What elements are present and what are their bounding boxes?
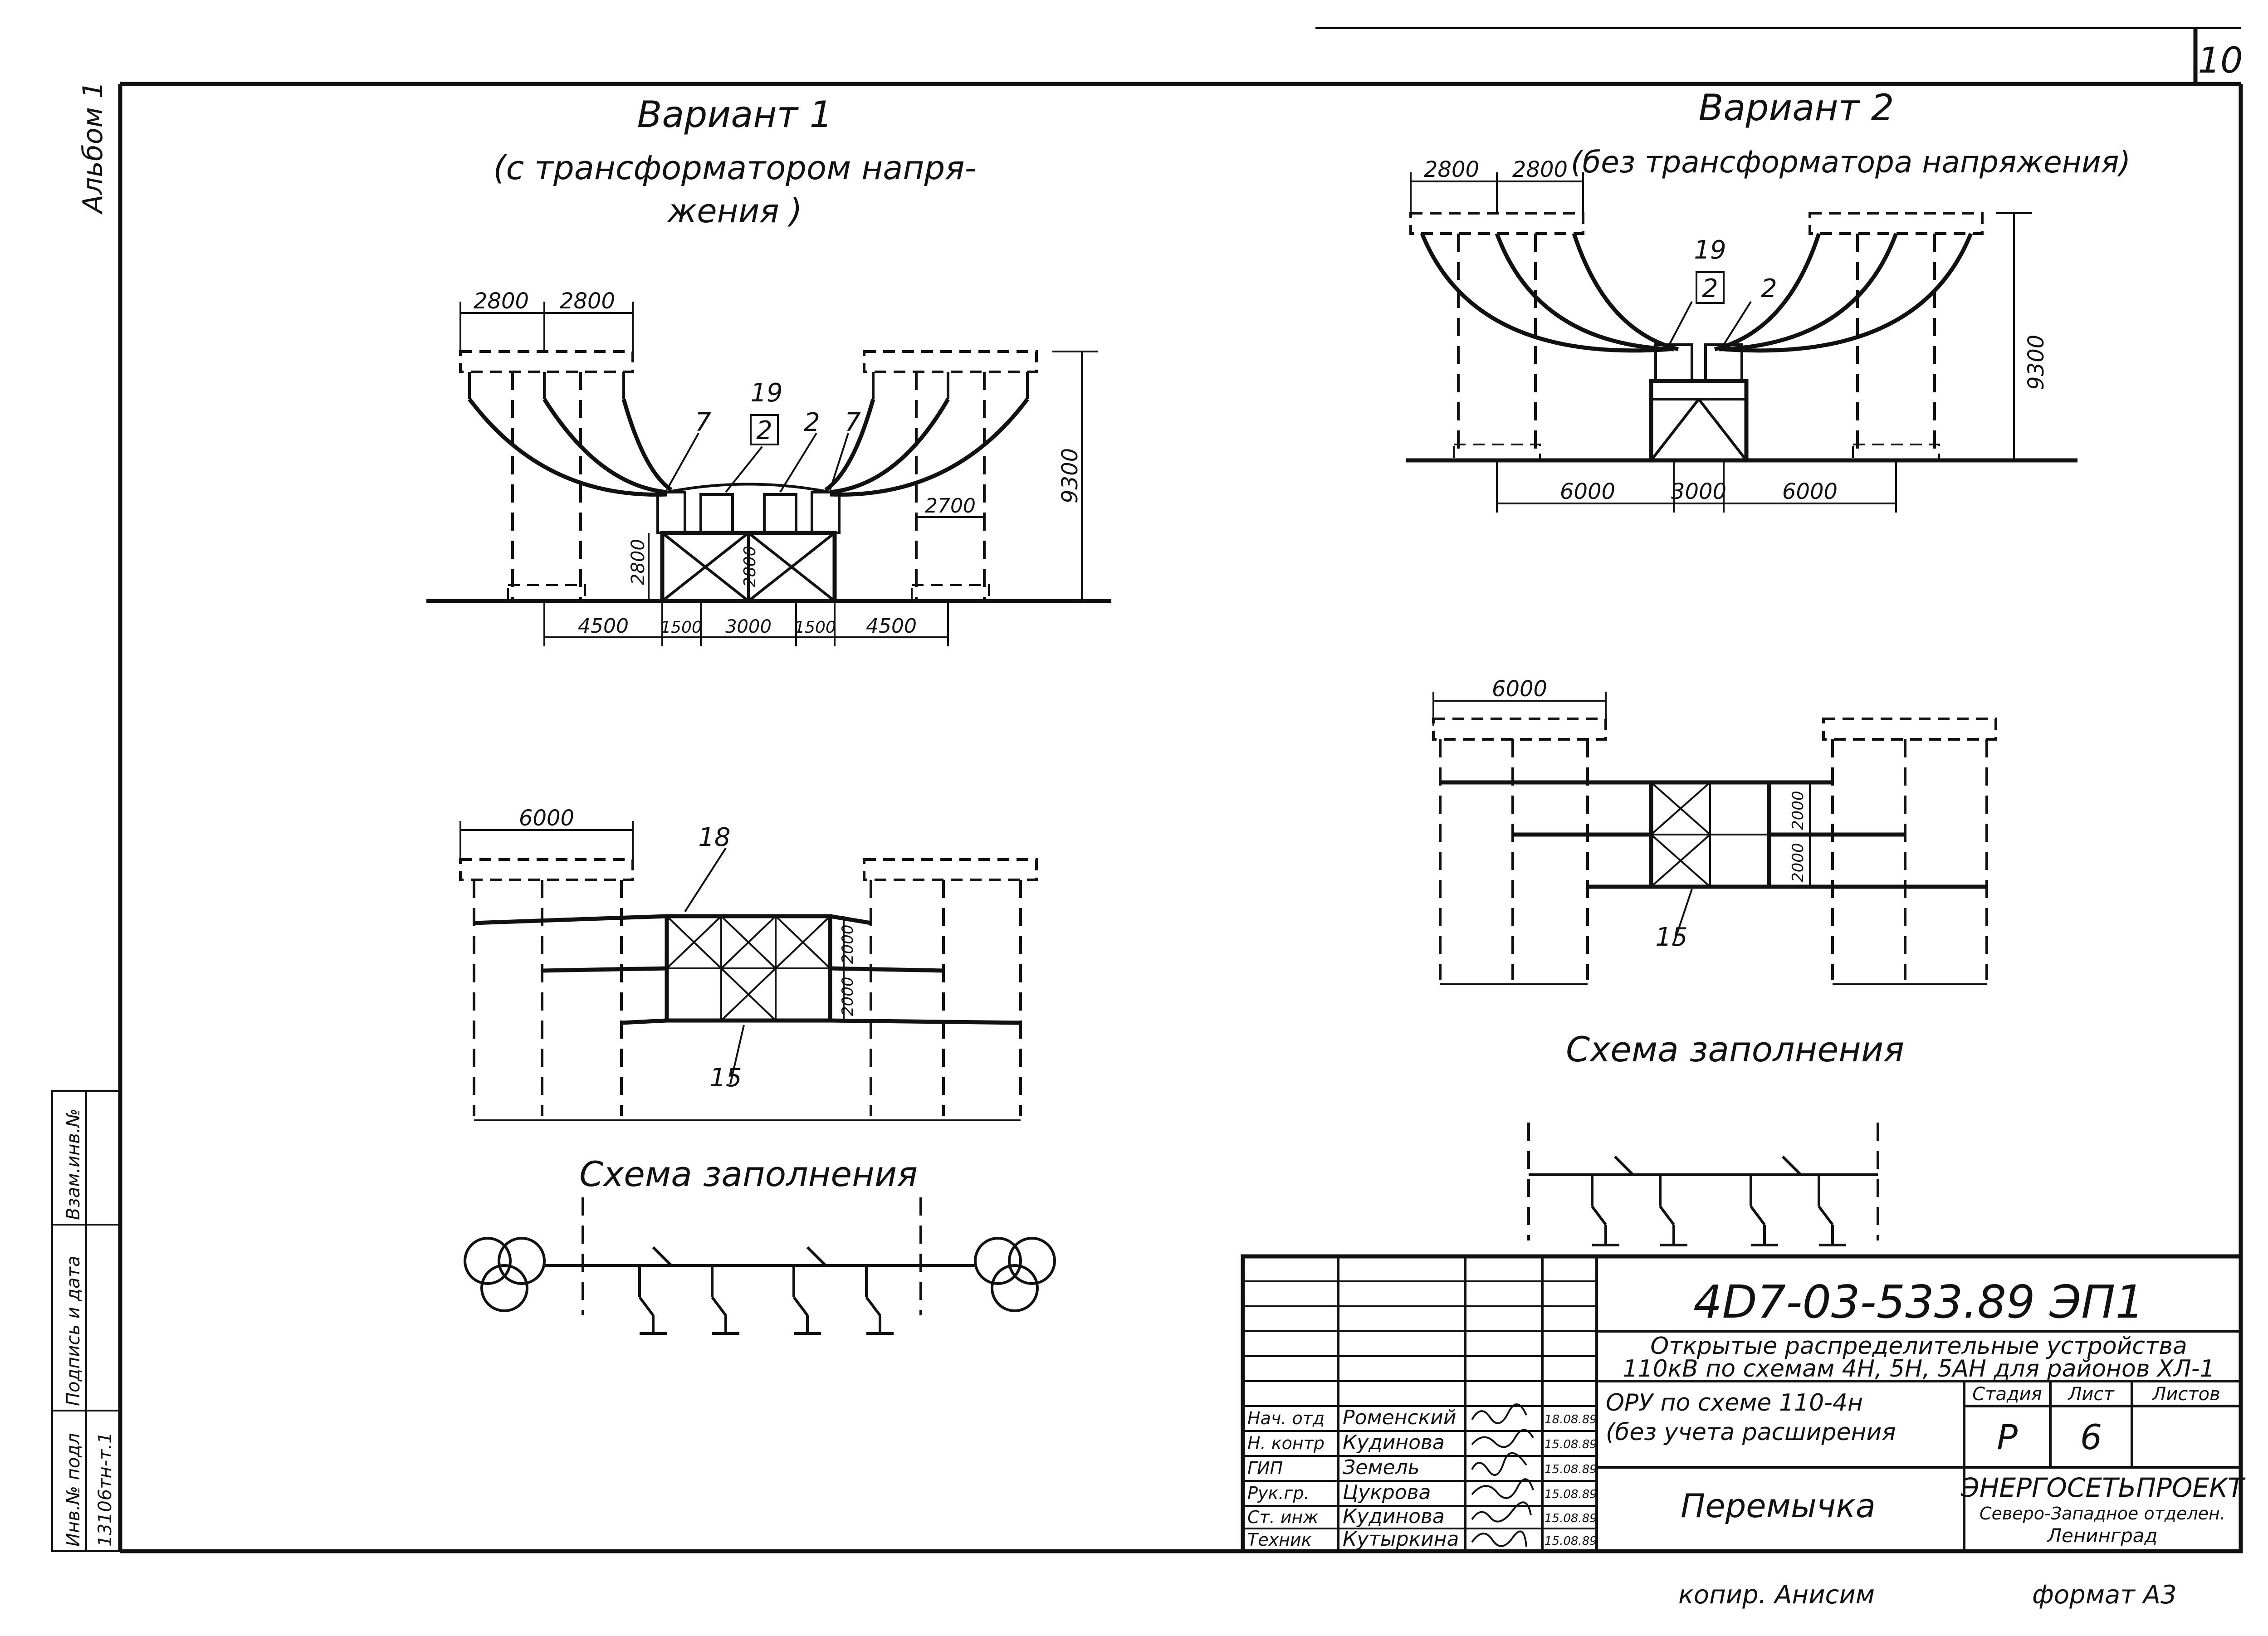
footer-format: формат А3 bbox=[2032, 1580, 2177, 1610]
inv-no-label: Инв.№ подл bbox=[63, 1433, 84, 1547]
sheets-label: Листов bbox=[2151, 1384, 2220, 1405]
variant2-title: Вариант 2 bbox=[1699, 87, 1894, 129]
variant1-subtitle-line2: жения ) bbox=[666, 192, 802, 230]
project-line1: Открытые распределительные устройства bbox=[1650, 1333, 2187, 1360]
v2-bottom-dim-2: 3000 bbox=[1671, 479, 1726, 504]
variant2-plan bbox=[1432, 692, 1997, 985]
signature-label: Подпись и дата bbox=[63, 1256, 84, 1406]
v2-label-19: 19 bbox=[1694, 235, 1726, 265]
v2-plan-dim: 6000 bbox=[1492, 676, 1547, 702]
stage-label: Стадия bbox=[1972, 1384, 2042, 1405]
variant1-plan bbox=[459, 821, 1038, 1121]
staff-name: Земель bbox=[1343, 1456, 1420, 1479]
inv-value: 13106тн-т.1 bbox=[95, 1432, 116, 1547]
v1-label-7-left: 7 bbox=[695, 408, 711, 437]
org-line2: Северо-Западное отделен. bbox=[1980, 1504, 2225, 1524]
album-label: Альбом 1 bbox=[77, 81, 109, 215]
staff-name: Кутыркина bbox=[1343, 1528, 1459, 1551]
staff-name: Кудинова bbox=[1343, 1431, 1445, 1454]
v1-top-dim-1: 2800 bbox=[474, 288, 529, 314]
v1-inner-dim-2700: 2700 bbox=[925, 494, 976, 518]
staff-name: Цукрова bbox=[1343, 1481, 1431, 1504]
sheet-title-line2: (без учета расширения bbox=[1606, 1419, 1896, 1446]
staff-role: ГИП bbox=[1247, 1458, 1283, 1478]
variant1-subtitle-line1: (с трансформатором напря- bbox=[494, 149, 977, 187]
v2-plan-side-dim-2: 2000 bbox=[1789, 843, 1807, 882]
v1-scheme-title: Схема заполнения bbox=[579, 1154, 918, 1194]
v1-plan-label-18: 18 bbox=[698, 823, 730, 852]
staff-role: Рук.гр. bbox=[1247, 1483, 1310, 1503]
v1-label-2: 2 bbox=[804, 408, 820, 437]
variant1-elevation bbox=[426, 302, 1111, 646]
v1-bottom-dim-1: 4500 bbox=[578, 615, 629, 638]
doc-code: 4D7-03-533.89 ЭП1 bbox=[1693, 1275, 2144, 1328]
v1-label-7-right: 7 bbox=[845, 408, 861, 437]
v2-top-dim-1: 2800 bbox=[1424, 157, 1479, 182]
v1-label-2-box bbox=[750, 414, 779, 445]
sheet-title-line1: ОРУ по схеме 110-4н bbox=[1606, 1389, 1863, 1416]
stage-value: Р bbox=[1997, 1417, 2018, 1457]
v2-bottom-dim-3: 6000 bbox=[1782, 479, 1838, 504]
exchange-label: Взам.инв.№ bbox=[63, 1109, 84, 1220]
org-line1: ЭНЕРГОСЕТЬПРОЕКТ bbox=[1960, 1472, 2246, 1503]
staff-role: Ст. инж bbox=[1247, 1507, 1319, 1527]
staff-date: 15.08.89 bbox=[1545, 1512, 1597, 1525]
signatures bbox=[1471, 1403, 1534, 1547]
variant1-title: Вариант 1 bbox=[637, 93, 833, 136]
v1-plan-side-dim-2: 2000 bbox=[839, 977, 857, 1016]
v2-plan-side-dim-1: 2000 bbox=[1789, 791, 1807, 830]
v1-label-2-boxed: 2 bbox=[756, 416, 772, 445]
project-line2: 110кВ по схемам 4Н, 5Н, 5АН для районов … bbox=[1623, 1355, 2214, 1382]
v1-bottom-dim-5: 4500 bbox=[866, 615, 917, 638]
v1-single-line-scheme bbox=[464, 1197, 1056, 1335]
v1-bottom-dim-2: 1500 bbox=[660, 618, 702, 637]
v1-height-dim: 9300 bbox=[1057, 448, 1083, 503]
v2-single-line-scheme bbox=[1527, 1123, 1879, 1246]
page-number: 10 bbox=[2198, 40, 2243, 81]
v2-plan-label-15: 15 bbox=[1655, 923, 1687, 952]
v2-label-2-boxed: 2 bbox=[1702, 274, 1718, 303]
staff-date: 15.08.89 bbox=[1545, 1534, 1597, 1548]
org-line3: Ленинград bbox=[2046, 1524, 2157, 1547]
v2-bottom-dim-1: 6000 bbox=[1560, 479, 1615, 504]
staff-name: Роменский bbox=[1343, 1406, 1456, 1429]
staff-date: 15.08.89 bbox=[1545, 1463, 1597, 1476]
v1-label-19: 19 bbox=[750, 378, 782, 408]
staff-date: 15.08.89 bbox=[1545, 1488, 1597, 1501]
side-stamp bbox=[51, 1090, 121, 1552]
title-block bbox=[1241, 1254, 2243, 1553]
v1-top-dim-2: 2800 bbox=[560, 288, 615, 314]
sheet-value: 6 bbox=[2080, 1417, 2102, 1457]
v2-label-2: 2 bbox=[1761, 274, 1777, 303]
v1-plan-side-dim-1: 2000 bbox=[839, 924, 857, 964]
v2-scheme-title: Схема заполнения bbox=[1566, 1029, 1904, 1070]
staff-name: Кудинова bbox=[1343, 1505, 1445, 1528]
footer-copied: копир. Анисим bbox=[1678, 1580, 1875, 1610]
v1-inner-dim-2800-mid: 2800 bbox=[741, 546, 759, 587]
drawing-name: Перемычка bbox=[1681, 1487, 1876, 1525]
v1-plan-label-15: 15 bbox=[709, 1063, 742, 1093]
variant2-elevation bbox=[1406, 172, 2077, 513]
staff-role: Н. контр bbox=[1247, 1433, 1325, 1453]
v1-inner-dim-2800-left: 2800 bbox=[628, 539, 649, 585]
variant2-subtitle: (без трансформатора напряжения) bbox=[1571, 145, 2131, 180]
v1-bottom-dim-3: 3000 bbox=[725, 616, 772, 637]
v1-bottom-dim-4: 1500 bbox=[794, 618, 836, 637]
staff-role: Техник bbox=[1247, 1530, 1312, 1550]
v2-label-2-box bbox=[1696, 271, 1725, 304]
staff-date: 15.08.89 bbox=[1545, 1438, 1597, 1451]
staff-date: 18.08.89 bbox=[1545, 1413, 1597, 1426]
v2-height-dim: 9300 bbox=[2024, 335, 2049, 390]
staff-role: Нач. отд bbox=[1247, 1408, 1325, 1428]
v2-top-dim-2: 2800 bbox=[1512, 157, 1568, 182]
sheet-label: Лист bbox=[2067, 1384, 2115, 1405]
v1-plan-dim: 6000 bbox=[519, 806, 574, 831]
